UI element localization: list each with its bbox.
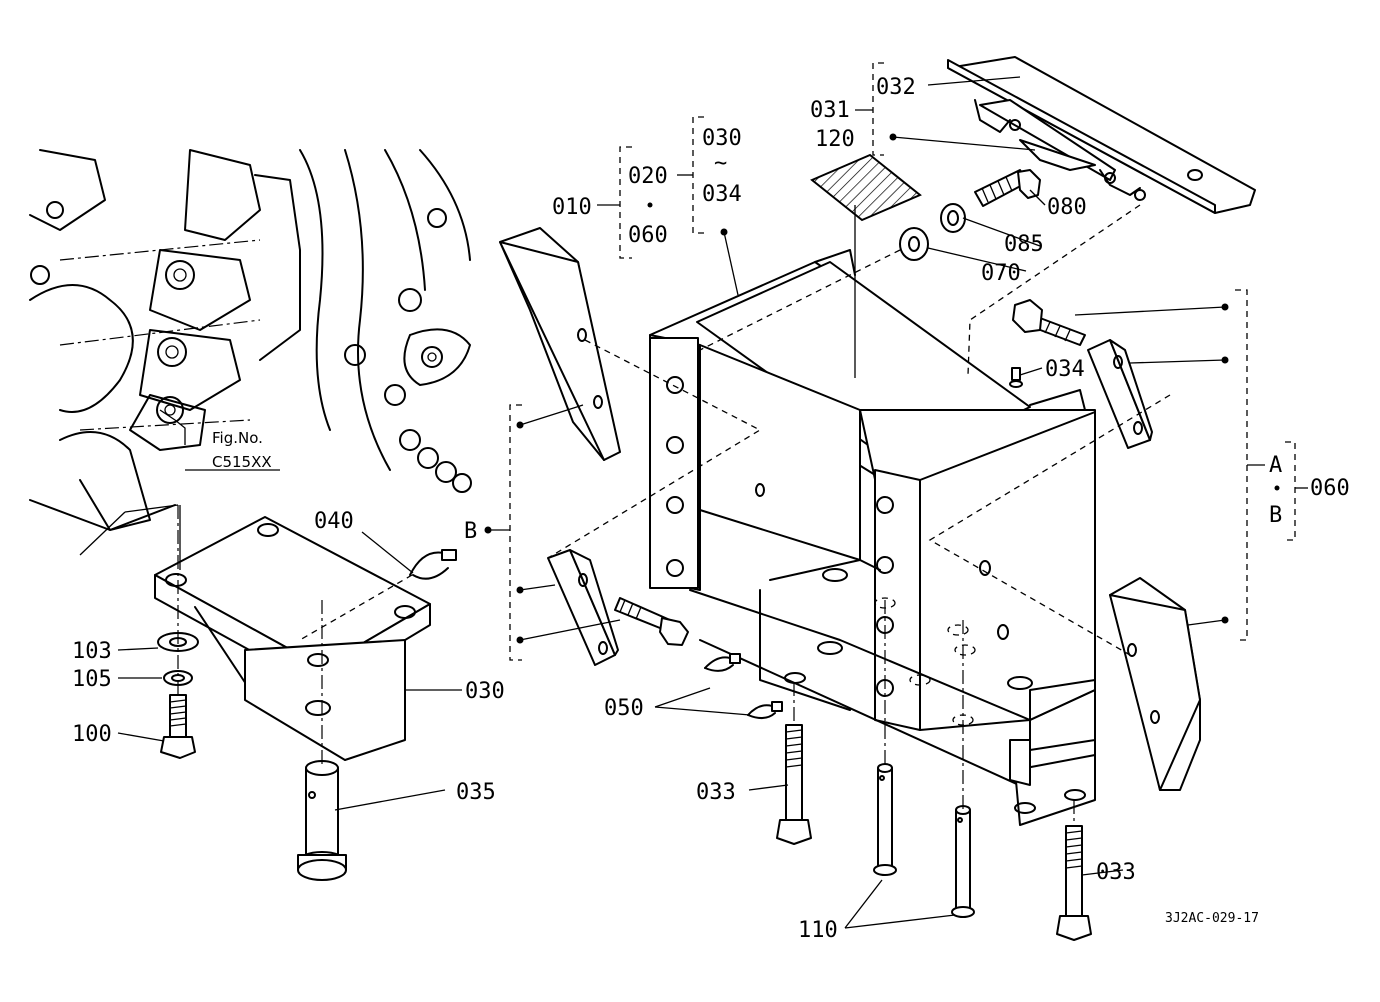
pin-110-left	[873, 763, 897, 876]
pin-035	[297, 760, 347, 881]
group-label-b-right: B	[1269, 503, 1282, 528]
lock-washer-105	[163, 670, 193, 686]
callout-103: 103	[72, 639, 112, 664]
label-plate-120	[810, 153, 922, 378]
callout-030-range: 030	[702, 126, 742, 151]
ballast-frame-main	[649, 249, 1096, 826]
callout-105: 105	[72, 667, 112, 692]
leader-lines	[79, 76, 1226, 929]
screw-034	[1009, 367, 1023, 388]
engine-frame-background	[29, 149, 472, 531]
callout-033-left: 033	[696, 780, 736, 805]
callout-060-range: 060	[628, 223, 668, 248]
callout-110: 110	[798, 918, 838, 943]
axis-line-080	[699, 249, 901, 351]
callout-100: 100	[72, 722, 112, 747]
brackets	[488, 62, 1308, 661]
bolt-033-left	[776, 724, 812, 845]
callout-033-right: 033	[1096, 860, 1136, 885]
bolt-100	[160, 694, 196, 759]
callout-032: 032	[876, 75, 916, 100]
link-plate-right	[1087, 339, 1153, 449]
callout-080: 080	[1047, 195, 1087, 220]
group-label-b-left: B	[464, 519, 477, 544]
lock-washer-085	[940, 203, 966, 233]
group-label-a: A	[1269, 453, 1282, 478]
top-plate-032	[947, 56, 1256, 214]
bolt-033-right	[1056, 825, 1092, 941]
callout-tilde: ~	[714, 151, 727, 176]
callout-031: 031	[810, 98, 850, 123]
callout-034: 034	[1045, 357, 1085, 382]
side-weight-right	[1109, 577, 1201, 791]
pin-110-right	[951, 805, 975, 918]
callout-070: 070	[981, 261, 1021, 286]
callout-010: 010	[552, 195, 592, 220]
figure-ref-line2: C515XX	[212, 453, 272, 471]
link-plate-left	[547, 549, 619, 666]
axis-line-bolt-080-down	[967, 204, 1141, 376]
axis-line-right-side	[928, 394, 1171, 656]
bolt-right-side	[1012, 299, 1086, 346]
drawing-code: 3J2AC-029-17	[1165, 911, 1259, 926]
callout-060: 060	[1310, 476, 1350, 501]
lynch-pin-040	[409, 549, 457, 580]
callout-030: 030	[465, 679, 505, 704]
callout-050: 050	[604, 696, 644, 721]
washer-070	[899, 227, 929, 261]
side-weight-left	[499, 227, 621, 461]
callout-035: 035	[456, 780, 496, 805]
lynch-pin-050-upper	[704, 653, 741, 672]
leader-dots	[484, 133, 1280, 644]
bolt-left-side	[614, 597, 689, 646]
bolt-080	[974, 169, 1041, 207]
callout-034-range: 034	[702, 182, 742, 207]
callout-120: 120	[815, 127, 855, 152]
callout-040: 040	[314, 509, 354, 534]
callout-085: 085	[1004, 232, 1044, 257]
lynch-pin-050-lower	[747, 701, 783, 719]
figure-ref-line1: Fig.No.	[212, 429, 263, 447]
callout-020: 020	[628, 164, 668, 189]
bracket-030	[154, 516, 431, 761]
